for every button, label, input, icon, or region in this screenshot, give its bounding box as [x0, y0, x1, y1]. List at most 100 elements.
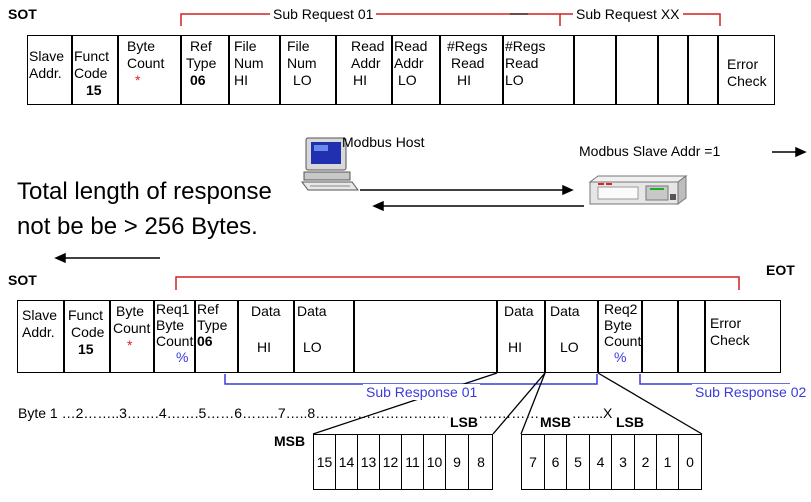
byte-ruler: Byte 1 …2……..3…….4…….5……6……..7…..8………………… [18, 405, 798, 421]
req-file-num-hi-line3: HI [234, 72, 278, 89]
request-sot-label: SOT [8, 6, 37, 22]
response-frame: Slave Addr. Funct Code 15 Byte Count * R… [17, 300, 781, 373]
req-ref-type-cell: Ref Type 06 [181, 35, 229, 105]
req-regs-read-hi-line1: #Regs [447, 38, 501, 55]
sub-request-xx-label: Sub Request XX [573, 6, 683, 22]
req-read-addr-lo-line1: Read [394, 38, 438, 55]
bit-8: 8 [469, 435, 493, 489]
resp-byte-count-line1: Byte [113, 303, 152, 320]
high-byte-bits: 15 14 13 12 11 10 9 8 [313, 434, 493, 490]
resp-byte-count-cell: Byte Count * [110, 300, 154, 373]
sub-response-01-label: Sub Response 01 [363, 384, 480, 400]
resp-data-hi-line2: HI [239, 320, 292, 356]
response-length-note-line1: Total length of response [17, 177, 272, 207]
req-read-addr-lo-line2: Addr [394, 55, 438, 72]
modbus-slave-label: Modbus Slave Addr =1 [579, 143, 720, 159]
resp-data-hi-cell: Data HI [238, 300, 294, 373]
resp-req2-line3: Count [600, 333, 640, 349]
req-regs-read-lo-line1: #Regs [505, 38, 572, 55]
req-error-check-line2: Check [727, 73, 773, 90]
bit-4: 4 [590, 435, 612, 489]
resp-funct-code-cell: Funct Code 15 [64, 300, 110, 373]
resp-error-check-line1: Error [710, 315, 779, 332]
modbus-host-label: Modbus Host [342, 134, 424, 150]
req-byte-count-line2: Count [127, 55, 179, 72]
bit-5: 5 [567, 435, 590, 489]
bit-0: 0 [679, 435, 701, 489]
sub-response-02-label: Sub Response 02 [692, 384, 809, 400]
req-file-num-lo-line3: LO [287, 72, 334, 89]
req-read-addr-lo-line3: LO [394, 72, 438, 89]
resp-data-lo-cell: Data LO [294, 300, 354, 373]
bit-9: 9 [446, 435, 469, 489]
slave-device-icon [586, 172, 698, 206]
req-ref-type-line1: Ref [186, 38, 227, 55]
resp-req1-percent: % [156, 349, 193, 365]
resp-ref-type-cell: Ref Type 06 [195, 300, 238, 373]
req-byte-count-cell: Byte Count * [118, 35, 181, 105]
resp-ref-type-line2: Type [197, 317, 236, 333]
bit-12: 12 [380, 435, 402, 489]
resp-slave-addr-line2: Addr. [22, 324, 62, 341]
req-read-addr-hi-line3: HI [343, 72, 390, 89]
req-slave-addr-line1: Slave [29, 48, 70, 65]
req-funct-code-cell: Funct Code 15 [72, 35, 118, 105]
req-regs-read-lo-cell: #Regs Read LO [503, 35, 574, 105]
req-read-addr-hi-cell: Read Addr HI [336, 35, 392, 105]
resp-error-check-line2: Check [710, 332, 779, 349]
req-file-num-lo-line2: Num [287, 55, 334, 72]
req-empty-cell-4 [688, 35, 718, 105]
req-byte-count-asterisk: * [127, 72, 179, 89]
bit-13: 13 [358, 435, 380, 489]
req-empty-cell-3 [658, 35, 688, 105]
resp-slave-addr-cell: Slave Addr. [17, 300, 64, 373]
resp-data-lo-2-cell: Data LO [545, 300, 598, 373]
resp-data-lo-2-line2: LO [546, 320, 596, 356]
resp-error-check-cell: Error Check [705, 300, 781, 373]
bit-1: 1 [657, 435, 679, 489]
resp-data-hi-line1: Data [239, 303, 292, 320]
response-sot-label: SOT [8, 272, 37, 288]
req-regs-read-lo-line2: Read [505, 55, 572, 72]
resp-funct-line2: Code [68, 324, 108, 341]
resp-req1-line1: Req1 [156, 301, 193, 317]
bit-2: 2 [635, 435, 657, 489]
resp-data-lo-line1: Data [295, 303, 352, 320]
req-file-num-hi-line2: Num [234, 55, 278, 72]
req-file-num-hi-line1: File [234, 38, 278, 55]
resp-req2-line2: Byte [600, 317, 640, 333]
lsb-label-right: LSB [614, 414, 646, 430]
bit-10: 10 [424, 435, 446, 489]
req-read-addr-hi-line2: Addr [343, 55, 390, 72]
resp-ref-type-value: 06 [197, 333, 236, 349]
resp-elided-data-cell [354, 300, 497, 373]
req-funct-line2: Code [74, 65, 116, 82]
resp-empty-cell-1 [642, 300, 678, 373]
resp-ref-type-line1: Ref [197, 301, 236, 317]
req-ref-type-value: 06 [186, 72, 227, 89]
bit-6: 6 [545, 435, 567, 489]
req-file-num-hi-cell: File Num HI [229, 35, 280, 105]
req-error-check-line1: Error [727, 56, 773, 73]
msb-label-right: MSB [538, 414, 573, 430]
req-read-addr-hi-line1: Read [343, 38, 390, 55]
low-byte-bits: 7 6 5 4 3 2 1 0 [521, 434, 702, 490]
bit-7: 7 [522, 435, 545, 489]
req-empty-cell-1 [574, 35, 616, 105]
req-regs-read-hi-line3: HI [447, 72, 501, 89]
req-file-num-lo-line1: File [287, 38, 334, 55]
req-regs-read-hi-line2: Read [447, 55, 501, 72]
bit-11: 11 [402, 435, 424, 489]
sub-request-01-label: Sub Request 01 [270, 6, 376, 22]
req-file-num-lo-cell: File Num LO [280, 35, 336, 105]
resp-req2-byte-count-cell: Req2 Byte Count % [598, 300, 642, 373]
bit-14: 14 [336, 435, 358, 489]
req-byte-count-line1: Byte [127, 38, 179, 55]
request-frame: Slave Addr. Funct Code 15 Byte Count * R… [27, 35, 775, 105]
req-empty-cell-2 [616, 35, 658, 105]
req-funct-line1: Funct [74, 48, 116, 65]
response-length-note-line2: not be be > 256 Bytes. [17, 212, 258, 242]
req-ref-type-line2: Type [186, 55, 227, 72]
req-slave-addr-line2: Addr. [29, 65, 70, 82]
resp-byte-count-asterisk: * [113, 337, 152, 354]
